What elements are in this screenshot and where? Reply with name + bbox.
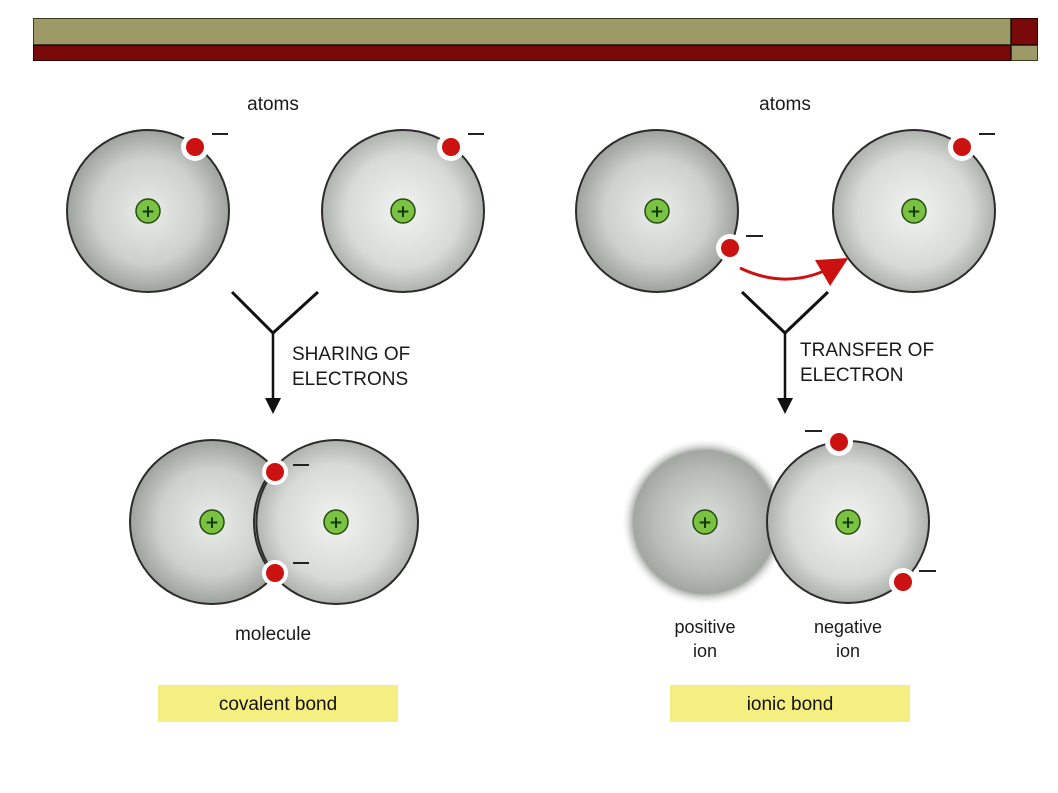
negative-ion-label-2: ion [836,641,860,661]
electron-icon [948,133,995,161]
ionic-process-label-1: TRANSFER OF [800,340,934,361]
positive-ion-label-2: ion [693,641,717,661]
svg-text:+: + [841,513,855,533]
ionic-bond-label: ionic bond [747,694,834,715]
ionic-atom-right: + [832,129,996,293]
shared-electron-icon [262,459,309,485]
covalent-product-label: molecule [235,624,311,645]
svg-text:+: + [205,513,219,533]
nucleus-icon: + [199,509,225,535]
covalent-process-label-2: ELECTRONS [292,369,408,390]
nucleus-icon: + [835,509,861,535]
covalent-merge-arrow [230,290,320,414]
header-bar-maroon [33,45,1011,61]
header-square-olive [1011,45,1038,61]
electron-icon [805,428,853,456]
nucleus-icon: + [135,198,161,224]
negative-ion-label-1: negative [814,617,882,637]
covalent-bond-box: covalent bond [158,685,398,722]
nucleus-icon: + [901,198,927,224]
covalent-atoms-label: atoms [247,94,299,115]
ionic-bond-box: ionic bond [670,685,910,722]
shared-electron-icon [262,560,309,586]
covalent-atom-right: + [321,129,485,293]
ionic-process-label-2: ELECTRON [800,365,903,386]
positive-ion: + [621,438,789,606]
svg-text:+: + [650,202,664,222]
negative-ion: + [766,428,936,604]
ionic-atoms-label: atoms [759,94,811,115]
nucleus-icon: + [390,198,416,224]
header-bar-olive [33,18,1011,45]
ionic-merge-arrow [740,290,830,414]
electron-icon [437,133,484,161]
nucleus-icon: + [692,509,718,535]
header-square-maroon [1011,18,1038,45]
electron-icon [181,133,228,161]
electron-icon [716,234,763,262]
covalent-bond-label: covalent bond [219,694,337,715]
covalent-molecule: + + [129,439,419,605]
svg-text:+: + [907,202,921,222]
electron-transfer-arrow-icon [739,257,849,287]
ionic-atom-left: + [575,129,763,293]
svg-text:+: + [329,513,343,533]
positive-ion-label-1: positive [674,617,735,637]
nucleus-icon: + [323,509,349,535]
covalent-atom-left: + [66,129,230,293]
svg-text:+: + [141,202,155,222]
covalent-process-label-1: SHARING OF [292,344,410,365]
electron-icon [889,568,936,596]
svg-text:+: + [698,513,712,533]
svg-text:+: + [396,202,410,222]
nucleus-icon: + [644,198,670,224]
